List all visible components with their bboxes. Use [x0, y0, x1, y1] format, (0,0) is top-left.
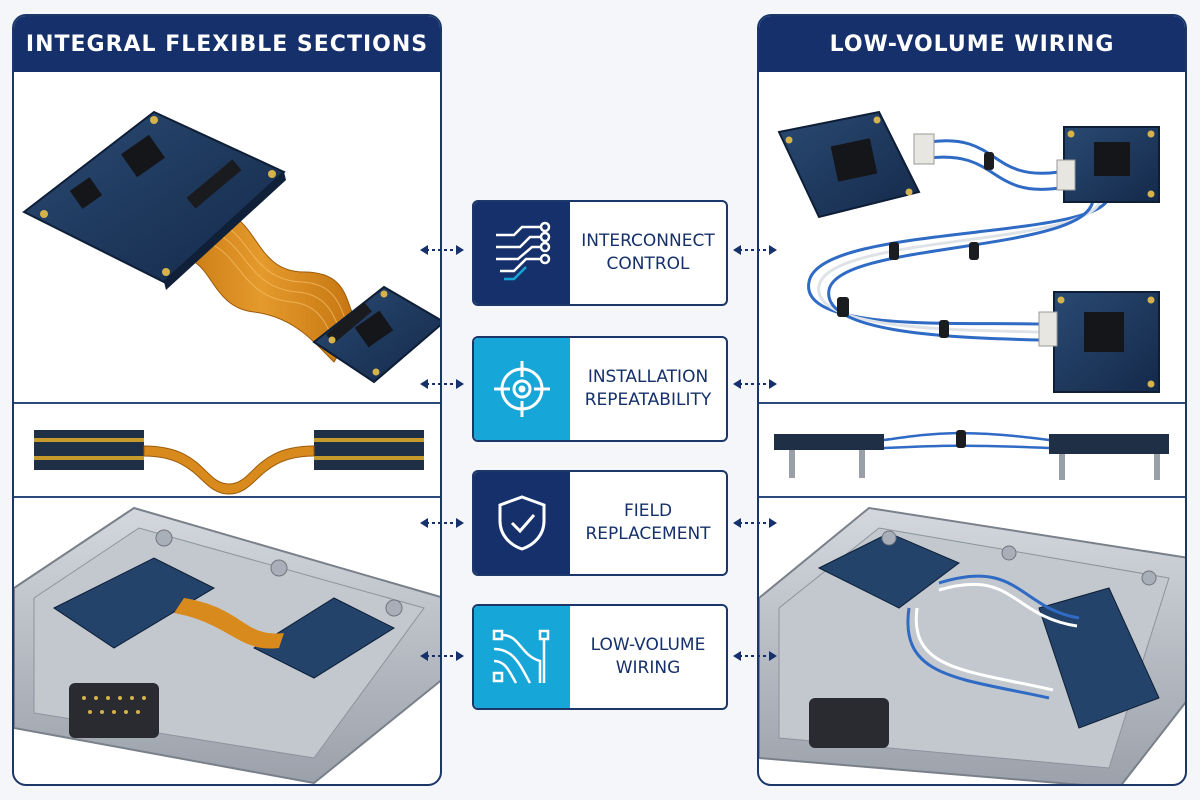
feature-card-low-volume-wiring: LOW-VOLUME WIRING: [472, 604, 728, 710]
left-panel-title: INTEGRAL FLEXIBLE SECTIONS: [14, 16, 440, 72]
shield-check-icon: [474, 472, 570, 574]
integral-flexible-sections-panel: INTEGRAL FLEXIBLE SECTIONS: [12, 14, 442, 786]
feature-card-field-replacement: FIELD REPLACEMENT: [472, 470, 728, 576]
wired-boards-illustration: [777, 110, 1160, 393]
left-divider-2: [14, 496, 440, 498]
double-arrow-icon: [420, 651, 464, 661]
left-divider-1: [14, 402, 440, 404]
right-divider-2: [759, 496, 1185, 498]
flex-enclosure-illustration: [14, 506, 440, 784]
right-panel-title: LOW-VOLUME WIRING: [759, 16, 1185, 72]
feature-label: INTERCONNECT CONTROL: [581, 231, 715, 274]
flex-side-profile-illustration: [34, 430, 424, 495]
feature-card-installation-repeatability: INSTALLATION REPEATABILITY: [472, 336, 728, 442]
circuit-traces-icon: [474, 202, 570, 304]
feature-label: LOW-VOLUME WIRING: [590, 635, 706, 678]
double-arrow-icon: [733, 379, 777, 389]
double-arrow-icon: [420, 379, 464, 389]
double-arrow-icon: [420, 518, 464, 528]
double-arrow-icon: [733, 245, 777, 255]
rigid-flex-board-illustration: [22, 110, 440, 384]
wire-routing-icon: [474, 606, 570, 708]
low-volume-wiring-panel: LOW-VOLUME WIRING: [757, 14, 1187, 786]
wiring-enclosure-illustration: [759, 506, 1185, 784]
double-arrow-icon: [420, 245, 464, 255]
wiring-side-profile-illustration: [774, 430, 1169, 480]
double-arrow-icon: [733, 651, 777, 661]
feature-label: FIELD REPLACEMENT: [585, 501, 711, 544]
crosshair-target-icon: [474, 338, 570, 440]
feature-card-interconnect-control: INTERCONNECT CONTROL: [472, 200, 728, 306]
feature-label: INSTALLATION REPEATABILITY: [584, 367, 712, 410]
double-arrow-icon: [733, 518, 777, 528]
right-divider-1: [759, 402, 1185, 404]
